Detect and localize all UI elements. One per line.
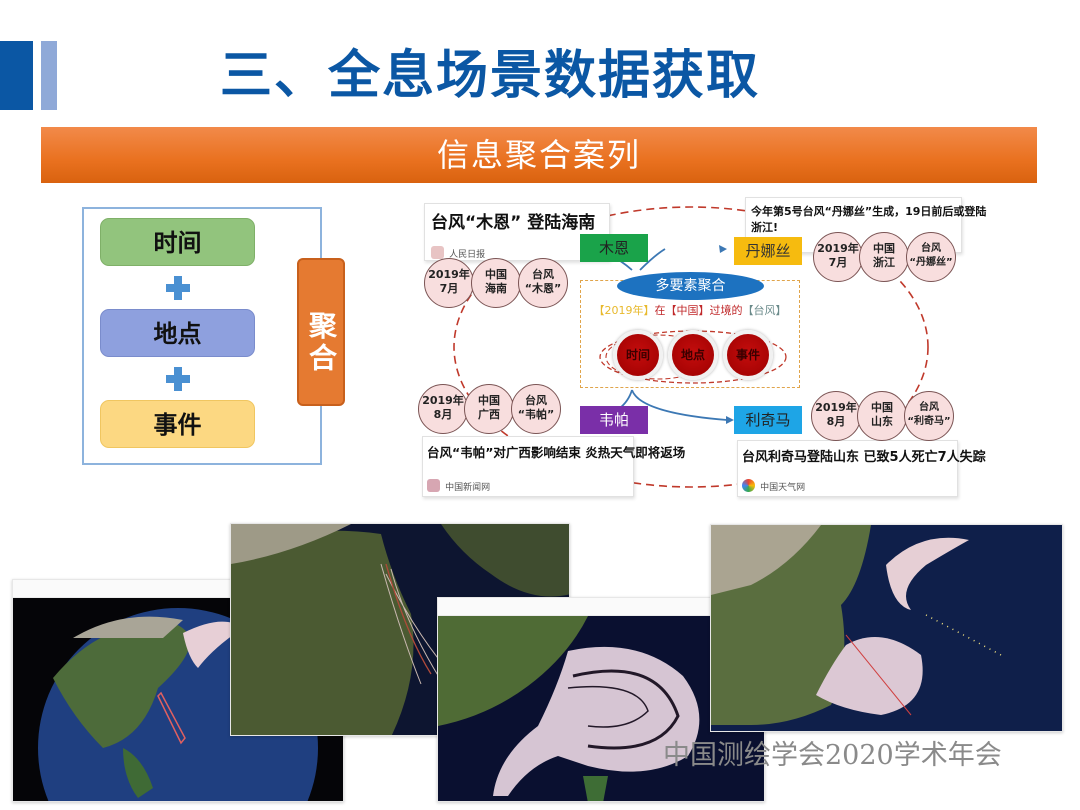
bubble-place: 中国海南	[471, 258, 521, 308]
bubble-event: 台风“丹娜丝”	[906, 232, 956, 282]
map-east-asia-overview[interactable]	[710, 524, 1063, 732]
element-place: 地点	[100, 309, 255, 357]
typhoon-label-weipa: 韦帕	[580, 406, 648, 434]
east-asia-map-image	[711, 525, 1062, 731]
plus-icon	[166, 367, 190, 391]
bubble-place: 中国山东	[857, 391, 907, 441]
news-source: 中国天气网	[760, 483, 806, 493]
news-source-row: 中国天气网	[742, 475, 805, 494]
bubble-event: 台风“利奇马”	[904, 391, 954, 441]
news-source-row: 中国新闻网	[427, 475, 490, 494]
bubble-event: 台风“木恩”	[518, 258, 568, 308]
news-source-icon	[742, 479, 755, 492]
typhoon-label-liqima: 利奇马	[734, 406, 802, 434]
news-title: 台风“韦帕”对广西影响结束 炎热天气即将返场	[427, 445, 686, 460]
section-banner: 信息聚合案列	[41, 127, 1037, 183]
bubble-place: 中国广西	[464, 384, 514, 434]
news-title: 台风“木恩” 登陆海南	[431, 213, 596, 233]
news-card-weipa[interactable]: 台风“韦帕”对广西影响结束 炎热天气即将返场 中国新闻网	[422, 436, 685, 497]
news-card-muen[interactable]: 台风“木恩” 登陆海南 人民日报	[424, 203, 610, 261]
news-source-row: 人民日报	[431, 242, 485, 261]
news-source: 中国新闻网	[445, 483, 491, 493]
element-event: 事件	[100, 400, 255, 448]
map-toolbar	[438, 598, 764, 616]
accent-bar-dark	[0, 41, 33, 110]
news-source-icon	[431, 246, 444, 259]
impact-zone-map-image	[438, 616, 764, 801]
element-time: 时间	[100, 218, 255, 266]
accent-bar-light	[41, 41, 57, 110]
aggregate-label: 聚合	[297, 258, 345, 406]
page-title: 三、全息场景数据获取	[220, 46, 761, 106]
element-ball-time: 时间	[613, 330, 663, 380]
typhoon-label-muen: 木恩	[580, 234, 648, 262]
banner-title: 信息聚合案列	[436, 136, 641, 174]
element-ball-place: 地点	[668, 330, 718, 380]
plus-icon	[166, 276, 190, 300]
news-source-icon	[427, 479, 440, 492]
bubble-event: 台风“韦帕”	[511, 384, 561, 434]
aggregation-query: 【2019年】在【中国】过境的【台风】	[593, 304, 787, 317]
news-source: 人民日报	[449, 250, 486, 260]
news-title: 今年第5号台风“丹娜丝”生成，19日前后或登陆	[751, 205, 987, 218]
conference-watermark: 中国测绘学会2020学术年会	[663, 740, 1002, 771]
element-ball-event: 事件	[723, 330, 773, 380]
news-card-liqima[interactable]: 台风利奇马登陆山东 已致5人死亡7人失踪 中国天气网	[737, 440, 986, 497]
typhoon-label-danna: 丹娜丝	[734, 237, 802, 265]
aggregation-title: 多要素聚合	[617, 272, 764, 300]
bubble-place: 中国浙江	[859, 232, 909, 282]
news-title: 台风利奇马登陆山东 已致5人死亡7人失踪	[742, 450, 986, 465]
news-title-line2: 浙江!	[751, 221, 779, 234]
map-typhoon-impact-zone[interactable]	[437, 597, 765, 802]
